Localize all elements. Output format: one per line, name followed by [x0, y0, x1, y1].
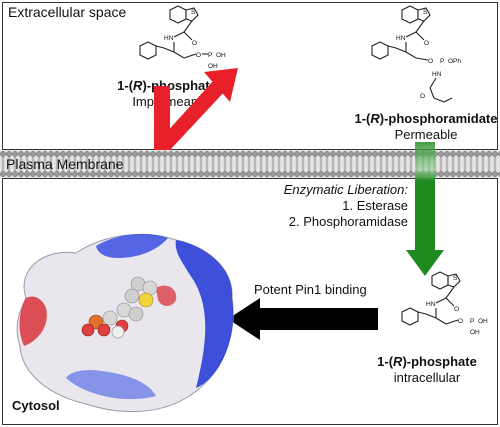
atom-o3: O — [424, 40, 429, 47]
liberation-arrow — [406, 142, 444, 276]
atom-p2: P — [440, 58, 444, 65]
atom-hn: HN — [164, 35, 174, 42]
atom-hn3: HN — [432, 71, 442, 78]
binding-arrow — [228, 298, 378, 340]
impermeant-arrow — [154, 68, 238, 150]
atom-s: S — [191, 9, 196, 16]
atom-oh: OH — [216, 52, 226, 59]
atom-oh4: OH — [470, 329, 480, 336]
extracellular-label: Extracellular space — [8, 4, 127, 20]
atom-o2: O — [196, 52, 201, 59]
liberation-title: Enzymatic Liberation: — [283, 182, 408, 197]
atom-s2: S — [423, 9, 428, 16]
membrane-label: Plasma Membrane — [6, 156, 124, 172]
atom-p3: P — [470, 318, 474, 325]
atom-o: O — [192, 40, 197, 47]
binding-label: Potent Pin1 binding — [254, 282, 367, 297]
atom-o7: O — [458, 318, 463, 325]
atom-hn2: HN — [396, 35, 406, 42]
phosphoramidate-structure: S HN O O P OPh HN O — [371, 5, 461, 103]
extracellular-panel — [2, 2, 498, 150]
atom-hn4: HN — [426, 301, 436, 308]
phosphate-status-bottom: intracellular — [393, 370, 461, 385]
pin1-protein-surface — [16, 233, 234, 413]
atom-oh3: OH — [478, 318, 488, 325]
phosphoramidate-status: Permeable — [394, 127, 458, 142]
phosphate-structure-bottom: S HN O O P OH OH — [401, 271, 488, 336]
atom-p: P — [208, 52, 212, 59]
phosphate-structure-top: S HN O O P OH OH — [139, 5, 226, 70]
phosphate-name-bottom: 1-(R)-phosphate — [377, 354, 477, 369]
liberation-step2: 2. Phosphoramidase — [288, 214, 408, 229]
atom-o6: O — [454, 306, 459, 313]
atom-oh2: OH — [208, 63, 218, 70]
cytosol-label: Cytosol — [12, 398, 60, 413]
atom-o4: O — [428, 58, 433, 65]
atom-o5: O — [420, 93, 425, 100]
atom-s3: S — [453, 275, 458, 282]
liberation-step1: 1. Esterase — [342, 198, 408, 213]
atom-oph: OPh — [448, 58, 461, 65]
phosphoramidate-name: 1-(R)-phosphoramidate — [354, 111, 498, 126]
